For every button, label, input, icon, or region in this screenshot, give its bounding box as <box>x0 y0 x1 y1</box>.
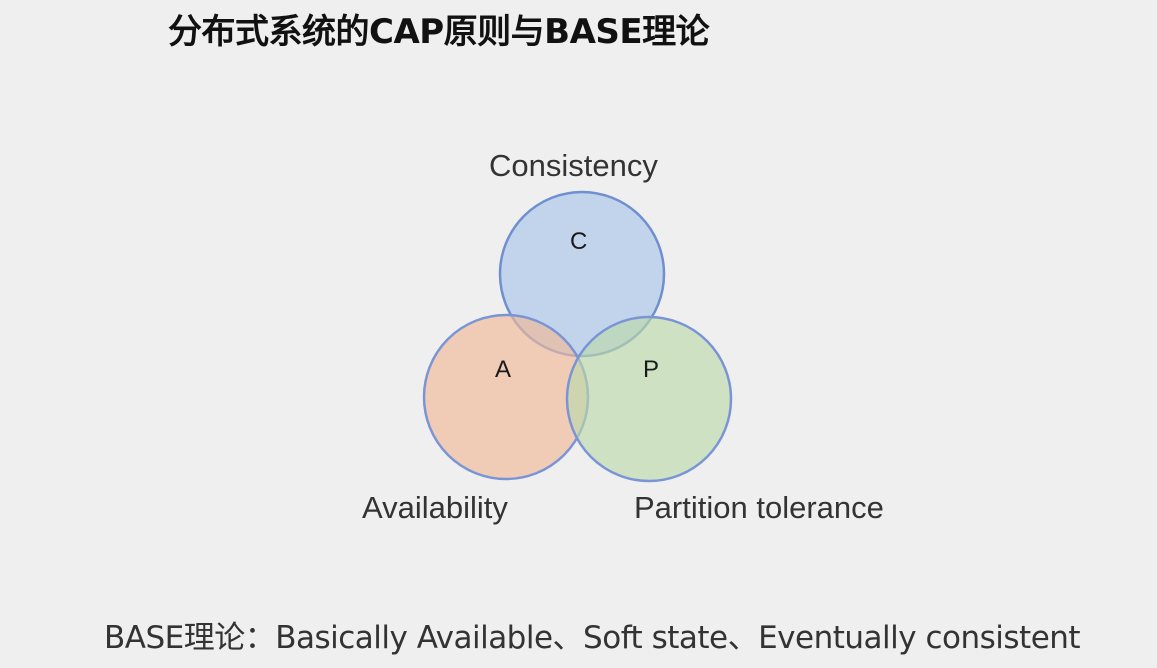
partition-tolerance-term: Partition tolerance <box>634 490 884 525</box>
partition-tolerance-circle <box>565 315 733 483</box>
slide-title: 分布式系统的CAP原则与BASE理论 <box>168 12 710 52</box>
base-theory-line: BASE理论：Basically Available、Soft state、Ev… <box>104 620 1081 656</box>
partition-tolerance-letter: P <box>643 356 660 383</box>
availability-term: Availability <box>362 490 508 525</box>
consistency-term: Consistency <box>489 148 658 183</box>
availability-letter: A <box>495 356 512 383</box>
availability-circle <box>422 313 590 481</box>
consistency-letter: C <box>570 228 588 255</box>
